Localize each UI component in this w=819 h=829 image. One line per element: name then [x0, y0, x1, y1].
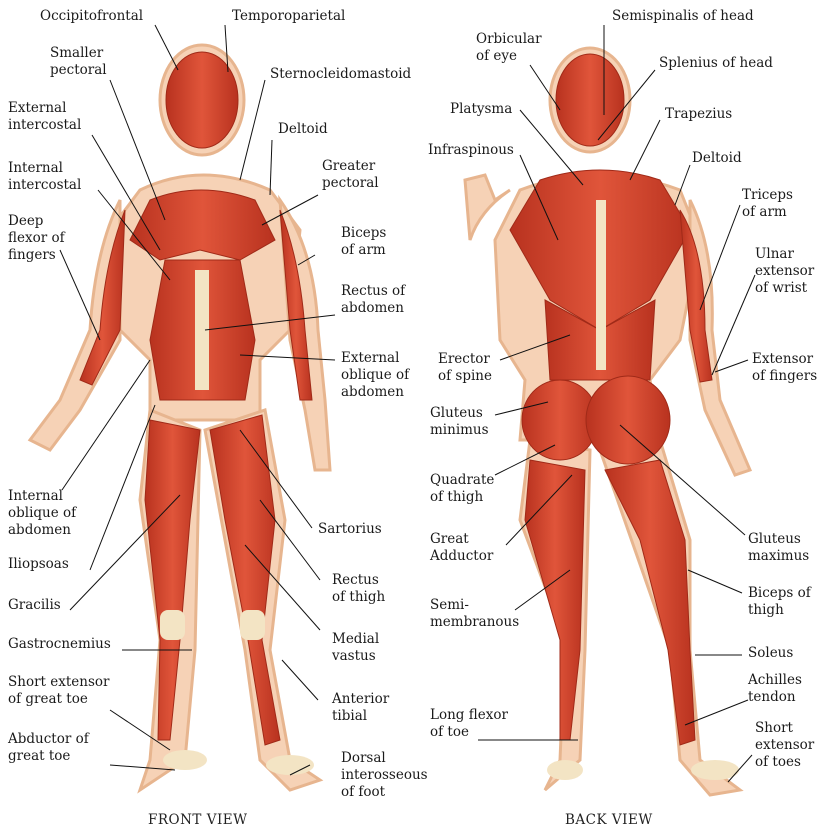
label-infraspinous: Infraspinous: [428, 142, 514, 159]
label-rectus-thigh: Rectus of thigh: [332, 572, 385, 606]
label-anterior-tibial: Anterior tibial: [332, 691, 389, 725]
label-ulnar-extensor: Ulnar extensor of wrist: [755, 246, 814, 297]
label-trapezius: Trapezius: [665, 106, 732, 123]
label-short-extensor-great-toe: Short extensor of great toe: [8, 674, 109, 708]
label-greater-pectoral: Greater pectoral: [322, 158, 379, 192]
label-deltoid-back: Deltoid: [692, 150, 742, 167]
label-biceps-thigh: Biceps of thigh: [748, 585, 811, 619]
label-sartorius: Sartorius: [318, 521, 382, 538]
label-external-intercostal: External intercostal: [8, 100, 81, 134]
label-sternocleidomastoid: Sternocleidomastoid: [270, 66, 411, 83]
label-gluteus-maximus: Gluteus maximus: [748, 531, 809, 565]
label-erector-spine: Erector of spine: [438, 351, 492, 385]
caption-front-view: FRONT VIEW: [148, 812, 248, 828]
label-internal-intercostal: Internal intercostal: [8, 160, 81, 194]
label-quadrate-thigh: Quadrate of thigh: [430, 472, 494, 506]
label-semimembranous: Semi- membranous: [430, 597, 519, 631]
label-temporoparietal: Temporoparietal: [232, 8, 345, 25]
label-gluteus-minimus: Gluteus minimus: [430, 405, 489, 439]
label-occipitofrontal: Occipitofrontal: [40, 8, 143, 25]
label-triceps: Triceps of arm: [742, 187, 793, 221]
label-extensor-fingers: Extensor of fingers: [752, 351, 817, 385]
label-gastrocnemius: Gastrocnemius: [8, 636, 111, 653]
label-achilles: Achilles tendon: [748, 672, 802, 706]
label-great-adductor: Great Adductor: [430, 531, 493, 565]
label-long-flexor-toe: Long flexor of toe: [430, 707, 508, 741]
label-deltoid-front: Deltoid: [278, 121, 328, 138]
label-iliopsoas: Iliopsoas: [8, 556, 69, 573]
label-soleus: Soleus: [748, 645, 793, 662]
label-dorsal-interosseous: Dorsal interosseous of foot: [341, 750, 428, 801]
label-medial-vastus: Medial vastus: [332, 631, 379, 665]
label-gracilis: Gracilis: [8, 597, 61, 614]
label-rectus-abdomen: Rectus of abdomen: [341, 283, 405, 317]
label-external-oblique: External oblique of abdomen: [341, 350, 409, 401]
caption-back-view: BACK VIEW: [565, 812, 653, 828]
label-platysma: Platysma: [450, 101, 512, 118]
label-biceps-arm: Biceps of arm: [341, 225, 386, 259]
label-smaller-pectoral: Smaller pectoral: [50, 45, 107, 79]
label-splenius: Splenius of head: [659, 55, 773, 72]
label-orbicular-eye: Orbicular of eye: [476, 31, 542, 65]
label-deep-flexor: Deep flexor of fingers: [8, 213, 65, 264]
label-internal-oblique: Internal oblique of abdomen: [8, 488, 76, 539]
label-short-extensor-toes: Short extensor of toes: [755, 720, 814, 771]
label-abductor-great-toe: Abductor of great toe: [8, 731, 89, 765]
label-semispinalis: Semispinalis of head: [612, 8, 754, 25]
